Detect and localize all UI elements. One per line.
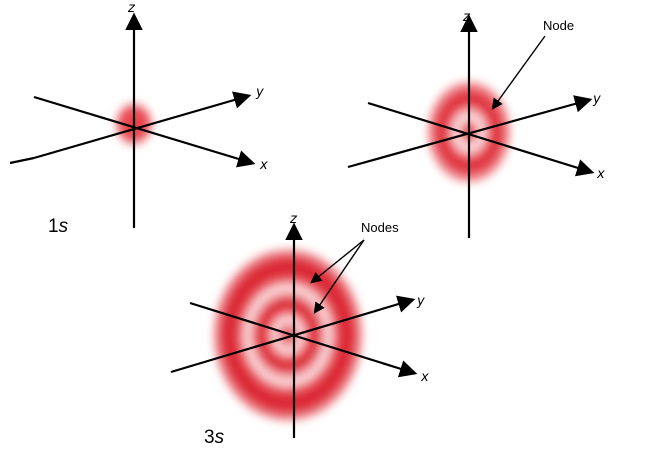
x-axis-1s xyxy=(33,95,256,168)
z-axis-label-3s: z xyxy=(289,212,298,227)
orbital-3s-label: 3s xyxy=(204,427,225,448)
node-pointer-arrow xyxy=(491,35,546,110)
x-axis-label-3s: x xyxy=(420,370,429,385)
orbital-1s-label: 1s xyxy=(48,216,69,237)
y-axis-label-2s: y xyxy=(592,92,601,107)
node-callout-label: Node xyxy=(543,18,574,33)
nodes-pointer-arrow-outer xyxy=(310,239,365,284)
orbital-1s: z y x 1s xyxy=(9,1,268,237)
x-axis-label-2s: x xyxy=(596,167,605,182)
y-axis-3s xyxy=(170,295,416,374)
x-axis-3s xyxy=(189,301,418,378)
orbital-2s-axes xyxy=(347,14,595,238)
orbital-1s-axes xyxy=(9,12,256,228)
nodes-callout-label: Nodes xyxy=(361,220,399,235)
x-axis-label-1s: x xyxy=(259,158,268,173)
x-axis-2s xyxy=(367,101,595,177)
y-axis-label-1s: y xyxy=(255,85,264,100)
orbital-3s-cloud xyxy=(210,245,366,425)
y-axis-1s xyxy=(33,91,252,160)
orbital-3s-axes xyxy=(170,222,418,438)
orbital-3s: z y x Nodes 3s xyxy=(170,212,429,448)
z-axis-label-2s: z xyxy=(462,10,471,25)
nodes-pointer-arrow-inner xyxy=(313,239,365,314)
y-axis-label-3s: y xyxy=(416,294,425,309)
orbital-2s: z y x Node xyxy=(347,10,605,238)
z-axis-label-1s: z xyxy=(127,1,136,16)
